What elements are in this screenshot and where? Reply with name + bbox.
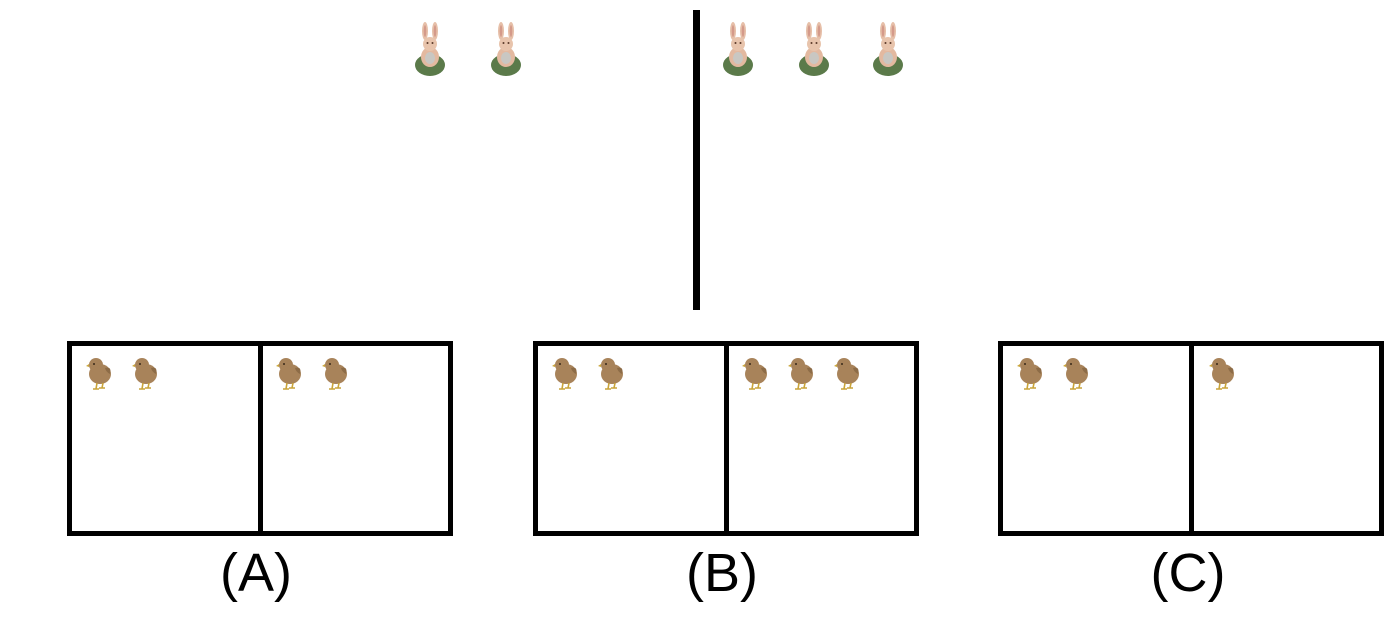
rabbit-icon bbox=[797, 22, 831, 78]
chick-icon bbox=[788, 356, 816, 390]
rabbit-icon bbox=[489, 22, 523, 78]
chick-icon bbox=[1063, 356, 1091, 390]
chick-icon bbox=[552, 356, 580, 390]
chick-icon bbox=[132, 356, 160, 390]
chick-icon bbox=[276, 356, 304, 390]
option-c-label: (C) bbox=[1150, 543, 1226, 603]
option-b-label: (B) bbox=[686, 543, 758, 603]
chick-icon bbox=[742, 356, 770, 390]
chick-icon bbox=[86, 356, 114, 390]
chick-icon bbox=[322, 356, 350, 390]
chick-icon bbox=[834, 356, 862, 390]
chick-icon bbox=[1017, 356, 1045, 390]
option-c-divider bbox=[1189, 346, 1194, 531]
rabbit-icon bbox=[413, 22, 447, 78]
option-b-box[interactable] bbox=[533, 341, 919, 536]
rabbit-icon bbox=[721, 22, 755, 78]
option-a-box[interactable] bbox=[67, 341, 453, 536]
option-c-box[interactable] bbox=[998, 341, 1384, 536]
option-a-divider bbox=[258, 346, 263, 531]
option-b-divider bbox=[724, 346, 729, 531]
rabbit-icon bbox=[871, 22, 905, 78]
top-divider bbox=[693, 10, 700, 310]
chick-icon bbox=[598, 356, 626, 390]
option-a-label: (A) bbox=[220, 543, 292, 603]
chick-icon bbox=[1209, 356, 1237, 390]
